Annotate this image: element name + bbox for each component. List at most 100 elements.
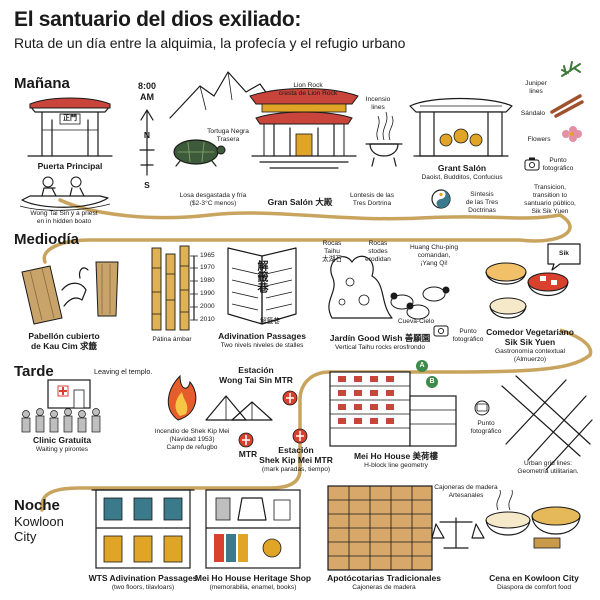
time-am-label: AM: [140, 92, 154, 102]
section-morning-heading: Mañana: [14, 75, 70, 92]
huang-line3: ¡Yang Qi!: [420, 260, 448, 267]
photo-spot-icon-midday: [433, 325, 449, 337]
free-clinic-icon: [21, 379, 101, 433]
gate-sign: 正門: [63, 115, 77, 122]
mei-ho-house-building-icon: [329, 371, 457, 447]
rocks1-line1: Rocas: [322, 240, 342, 247]
heritage-shop-label: Mei Ho House Heritage Shop: [194, 573, 312, 583]
mtr-logo-bottom-icon: [292, 428, 308, 444]
lion-rock-label-line2: cresta de Lion Rock: [278, 90, 338, 97]
wts-divination-passages-icon: [91, 489, 195, 569]
boat-label-line2: en in hidden boato: [36, 218, 92, 225]
juniper-label-line2: lines: [529, 88, 543, 95]
photo-spot-midday-line1: Punto: [459, 328, 477, 335]
mtr-logo-left-icon: [238, 432, 254, 448]
mtr-bottom-line3: (mark paradas, tiempo): [261, 466, 331, 473]
fire-label-line3: Camp de refugbo: [166, 444, 218, 451]
photo-spot-midday-line2: fotográfico: [452, 336, 484, 343]
boat-icon: [19, 176, 111, 211]
lion-rock-label-line1: Lion Rock: [293, 82, 323, 89]
mtr-bottom-line1: Estación: [278, 445, 314, 455]
transition-line2: transition to: [532, 192, 568, 199]
urban-grid-line2: Geometría utilitarian.: [517, 468, 579, 475]
mtr-left-label: MTR: [238, 449, 258, 459]
veg-sublabel-line2: (Almuerzo): [513, 356, 547, 363]
compass-north-label: N: [143, 130, 151, 140]
wts-label: WTS Adivination Passages: [88, 573, 198, 583]
grand-hall-shrine-icon: [409, 97, 513, 157]
year-1965: 1965: [200, 252, 215, 259]
veg-label-line1: Comedor Vegetariano: [486, 327, 574, 337]
fire-label-line1: Incendio de Shek Kip Mei: [154, 428, 230, 435]
refugee-tents-icon: [205, 395, 273, 421]
heritage-shop-icon: [205, 489, 301, 569]
slab-label-line2: ($2-3°C menos): [189, 200, 237, 207]
incense-label-line1: Incensio: [365, 96, 391, 103]
vegetarian-bowls-icon: [485, 262, 569, 319]
rocks2-line2: stodes: [368, 248, 388, 255]
speech-bubble-icon: [547, 243, 581, 271]
great-hall-label: Gran Salón 大殿: [267, 197, 333, 207]
speech-bubble-text: Sik: [559, 250, 569, 257]
section-night-sub1: Kowloon: [14, 514, 64, 529]
compass-icon: [139, 109, 155, 176]
pavilion-label-line2: de Kau Cim 求籤: [30, 341, 98, 351]
taihu-rocks-icon: [328, 255, 393, 319]
apothecary-cabinet-icon: [327, 485, 433, 571]
synthesis-label-line3: Doctrinas: [468, 207, 496, 214]
apothecary-label: Apotócotarias Tradicionales: [327, 573, 441, 583]
wts-sublabel: (two floors, tilavloars): [111, 584, 175, 591]
garden-label: Jardín Good Wish 善願園: [329, 333, 431, 343]
year-1980: 1980: [200, 277, 215, 284]
photo-spot-morning-line2: fotográfico: [542, 165, 574, 172]
section-night-sub2: City: [14, 529, 37, 544]
sandalwood-sticks-icon: [550, 94, 584, 118]
route-connector-midday: [559, 328, 593, 356]
bamboo-stalks-icon: [151, 245, 190, 331]
year-2010: 2010: [200, 316, 215, 323]
cabinet-label-line1: Cajoneras de madera: [434, 484, 498, 491]
fire-icon: [167, 374, 197, 421]
mtr-top-line2: Wong Tai Sin MTR: [219, 375, 293, 385]
transition-line1: Transicion,: [533, 184, 567, 191]
lontesis-label-line2: Tres Dortrina: [352, 200, 392, 207]
exit-b-label: B: [429, 378, 435, 385]
cabinet-label-line2: Artesanales: [448, 492, 484, 499]
huang-line2: comandan,: [417, 252, 451, 259]
divination-passages-book-icon: [227, 247, 297, 325]
year-scale-icon: [190, 255, 198, 321]
rocks2-line1: Rocas: [368, 240, 388, 247]
incense-burner-icon: [365, 111, 403, 167]
rocks1-line2: Taihu: [324, 248, 340, 255]
mei-ho-house-label: Mei Ho House 美荷樓: [353, 451, 439, 461]
heritage-shop-sublabel: (memorabilia, enamel, books): [209, 584, 297, 591]
grand-hall-label: Grant Salón: [437, 163, 487, 173]
incense-label-line2: lines: [371, 104, 385, 111]
mei-ho-house-sublabel: H-block line geometry: [364, 462, 428, 469]
photo-spot-icon-afternoon: [474, 400, 490, 416]
slab-label-line1: Losa desgastada y fría: [179, 192, 247, 199]
photo-spot-morning-line1: Punto: [549, 157, 567, 164]
main-gate-icon: [27, 97, 113, 157]
scale-icon: [431, 517, 485, 549]
patina-label: Pátina ámbar: [152, 336, 192, 343]
huang-line1: Huang Chu-ping: [409, 244, 459, 251]
kau-cim-hands-icon: [21, 261, 119, 325]
turtle-label-line2: Trasera: [216, 136, 240, 143]
veg-sublabel-line1: Gastronomía contextual: [494, 348, 566, 355]
clinic-sublabel: Waiting y pirontes: [35, 446, 89, 453]
rocks1-line3: 太湖石: [322, 256, 342, 263]
urban-grid-line1: Urban grid lines:: [523, 460, 573, 467]
section-night-heading: Noche: [14, 497, 60, 514]
year-1970: 1970: [200, 264, 215, 271]
black-turtle-icon: [173, 139, 226, 167]
fire-label-line2: (Navidad 1953): [169, 436, 215, 443]
leaving-temple-label: Leaving el templo.: [94, 367, 153, 376]
kowloon-city-dinner-icon: [485, 489, 581, 549]
lion-rock-mountain-icon: [169, 71, 281, 119]
divination-sublabel: Two nivels niveles de stalles: [220, 342, 304, 349]
three-doctrines-symbol-icon: [431, 189, 451, 209]
synthesis-label-line1: Síntesis: [470, 191, 494, 198]
apothecary-sublabel: Cajoneras de madera: [352, 584, 416, 591]
